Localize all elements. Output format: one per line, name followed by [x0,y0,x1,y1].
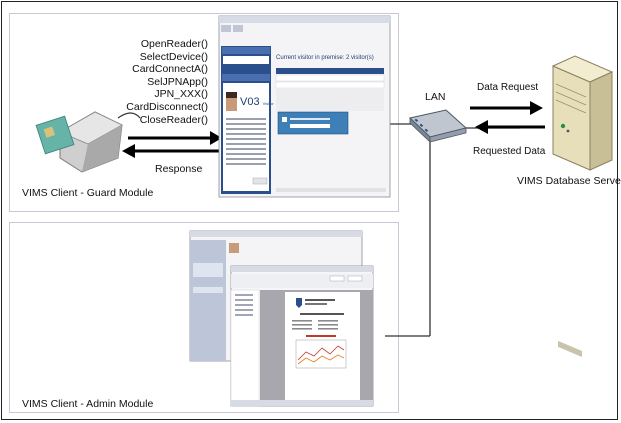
data-request-arrow [470,101,543,115]
guard-module-label: VIMS Client - Guard Module [22,187,154,199]
reader-commands-list: OpenReader() SelectDevice() CardConnectA… [98,38,208,126]
visitor-count-heading: Current visitor in premise: 2 visitor(s) [276,55,374,61]
command-close-reader: CloseReader() [139,113,208,126]
guard-module-screenshot [218,15,391,198]
requested-data-label: Requested Data [473,146,546,157]
visitor-code: V03 Visitor [240,96,274,108]
lan-switch-icon [408,109,468,143]
card-reader-icon [35,111,141,173]
admin-module-label: VIMS Client - Admin Module [22,398,154,410]
command-jpn-xxx: JPN_XXX() [154,88,208,101]
data-request-label: Data Request [477,82,539,93]
reader-command-arrow [128,131,222,145]
command-open-reader: OpenReader() [140,38,208,50]
command-card-connect: CardConnectA() [132,63,208,76]
visitor-code-suffix: Visitor [262,101,274,106]
command-select-device: SelectDevice() [139,50,208,63]
lan-label: LAN [425,91,446,103]
response-label: Response [155,163,203,175]
command-sel-jpn-app: SelJPNApp() [147,75,208,88]
admin-module-screenshots [189,230,374,407]
visitor-code-value: V03 [240,96,260,108]
command-card-disconnect: CardDisconnect() [126,100,208,113]
requested-data-arrow [475,120,545,134]
database-server-icon [551,55,614,358]
server-label: VIMS Database Server [517,175,621,187]
response-arrow [122,144,220,158]
